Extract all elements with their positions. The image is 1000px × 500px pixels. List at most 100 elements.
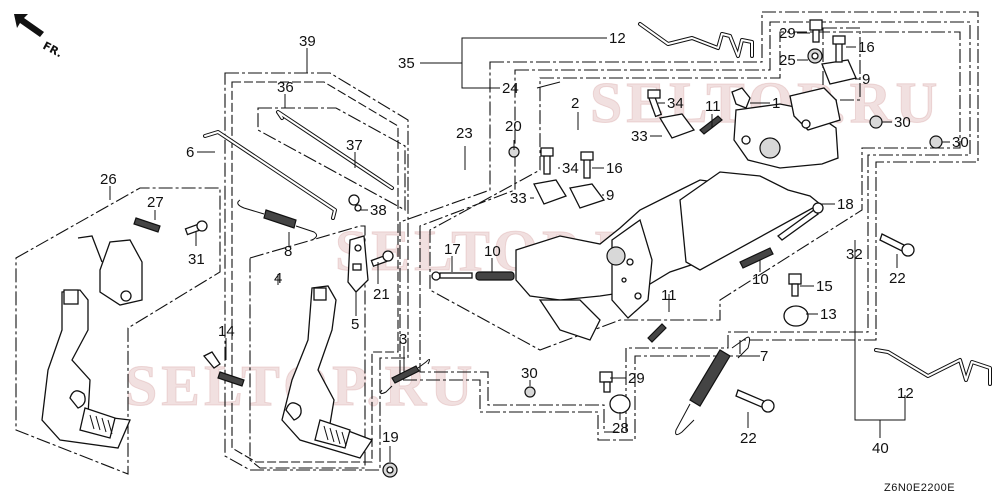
- callout-29-top[interactable]: 29: [779, 25, 796, 42]
- callout-2[interactable]: 2: [571, 95, 579, 112]
- part-10-spring-left: [475, 271, 515, 281]
- callout-39[interactable]: 39: [299, 33, 316, 50]
- callout-19[interactable]: 19: [382, 429, 399, 446]
- part-13-knob: [783, 305, 809, 327]
- part-11-spring-bottom: [647, 323, 667, 343]
- part-12-wire-top: [638, 22, 754, 58]
- part-10-spring-right: [739, 247, 774, 269]
- callout-3[interactable]: 3: [399, 331, 407, 348]
- callout-29-bottom[interactable]: 29: [628, 370, 645, 387]
- diagram-code: Z6N0E2200E: [884, 482, 955, 494]
- callout-15[interactable]: 15: [816, 278, 833, 295]
- callout-23[interactable]: 23: [456, 125, 473, 142]
- callout-labels: 39 36 37 6 26 27 31 38 8 4 21 5 14 3 19 …: [100, 25, 969, 457]
- part-17-screw: [431, 271, 473, 281]
- callout-22-bottom[interactable]: 22: [740, 430, 757, 447]
- callout-36[interactable]: 36: [277, 79, 294, 96]
- callout-27[interactable]: 27: [147, 194, 164, 211]
- part-5-plate: [347, 235, 369, 293]
- callout-26[interactable]: 26: [100, 171, 117, 188]
- part-9-clip-a: [569, 183, 606, 209]
- group-39-outline: [224, 72, 409, 471]
- group-2-outline: [429, 31, 961, 351]
- callout-24[interactable]: 24: [502, 80, 519, 97]
- part-27-spring: [133, 217, 161, 233]
- callout-9-mid[interactable]: 9: [606, 187, 614, 204]
- group-9-outline: [822, 27, 861, 101]
- callout-10-left[interactable]: 10: [484, 243, 501, 260]
- callout-30-right-a[interactable]: 30: [894, 114, 911, 131]
- callout-28[interactable]: 28: [612, 420, 629, 437]
- part-31-bolt: [184, 220, 208, 236]
- callout-34-top[interactable]: 34: [667, 95, 684, 112]
- callout-38[interactable]: 38: [370, 202, 387, 219]
- front-direction-arrow-icon: [14, 14, 44, 37]
- part-38-clip: [348, 194, 362, 212]
- group-40-bracket: [854, 240, 906, 438]
- callout-18[interactable]: 18: [837, 196, 854, 213]
- part-33-clip-b: [658, 113, 696, 139]
- part-28-knob: [609, 394, 631, 414]
- group-4-outline: [249, 225, 366, 469]
- callout-11-bottom[interactable]: 11: [661, 287, 677, 304]
- callout-16-top[interactable]: 16: [858, 39, 875, 56]
- front-direction-label: FR.: [41, 39, 65, 60]
- part-21-bolt: [370, 250, 394, 268]
- callout-5[interactable]: 5: [351, 316, 359, 333]
- part-34-bolt-b: [647, 89, 663, 118]
- part-26-pedal: [41, 235, 143, 449]
- callout-4[interactable]: 4: [274, 270, 282, 287]
- callout-7[interactable]: 7: [760, 348, 768, 365]
- callout-33-top[interactable]: 33: [631, 128, 648, 145]
- part-30-washer-c: [524, 386, 536, 398]
- callout-16-mid[interactable]: 16: [606, 160, 623, 177]
- callout-34-mid[interactable]: 34: [562, 160, 579, 177]
- callout-11-top[interactable]: 11: [705, 98, 721, 115]
- part-upper-plate: [679, 87, 841, 271]
- callout-35[interactable]: 35: [398, 55, 415, 72]
- callout-37[interactable]: 37: [346, 137, 363, 154]
- part-6-rod: [203, 130, 337, 220]
- callout-40[interactable]: 40: [872, 440, 889, 457]
- callout-9-top[interactable]: 9: [862, 71, 870, 88]
- part-25-nut: [807, 48, 823, 64]
- part-22-bolt-right: [879, 233, 915, 257]
- group-39-inner-outline: [231, 81, 399, 463]
- part-16-bolt-a: [580, 151, 594, 179]
- group-24-outline: [419, 21, 971, 433]
- part-1-clip: [731, 87, 751, 109]
- part-33-clip-a: [533, 179, 567, 205]
- callout-20[interactable]: 20: [505, 118, 522, 135]
- leader-lines: [109, 32, 950, 462]
- callout-25[interactable]: 25: [779, 52, 796, 69]
- part-14-cable-end: [202, 351, 245, 387]
- callout-6[interactable]: 6: [186, 144, 194, 161]
- part-8-spring: [237, 199, 318, 241]
- part-22-bolt-bottom: [735, 389, 775, 413]
- callout-1[interactable]: 1: [772, 95, 780, 112]
- callout-31[interactable]: 31: [188, 251, 205, 268]
- part-30-washer-b: [929, 135, 943, 149]
- callout-12-top[interactable]: 12: [609, 30, 626, 47]
- callout-10-right[interactable]: 10: [752, 271, 769, 288]
- callout-13[interactable]: 13: [820, 306, 837, 323]
- part-12-wire-bottom: [874, 348, 992, 386]
- group-36-outline: [257, 107, 406, 211]
- callout-30-bottom[interactable]: 30: [521, 365, 538, 382]
- callout-30-right-b[interactable]: 30: [952, 134, 969, 151]
- part-7-spring: [675, 336, 751, 436]
- callout-14[interactable]: 14: [218, 323, 235, 340]
- callout-21[interactable]: 21: [373, 286, 390, 303]
- part-3-spring: [380, 358, 431, 395]
- callout-8[interactable]: 8: [284, 243, 292, 260]
- part-30-washer-a: [869, 115, 883, 129]
- part-29-bolt-bottom: [599, 371, 613, 393]
- callout-32[interactable]: 32: [846, 246, 863, 263]
- part-15-bolt: [788, 273, 802, 297]
- callout-33-mid[interactable]: 33: [510, 190, 527, 207]
- callout-22-right[interactable]: 22: [889, 270, 906, 287]
- part-16-bolt-b: [832, 35, 846, 63]
- callout-12-bottom[interactable]: 12: [897, 385, 914, 402]
- callout-17[interactable]: 17: [444, 241, 461, 258]
